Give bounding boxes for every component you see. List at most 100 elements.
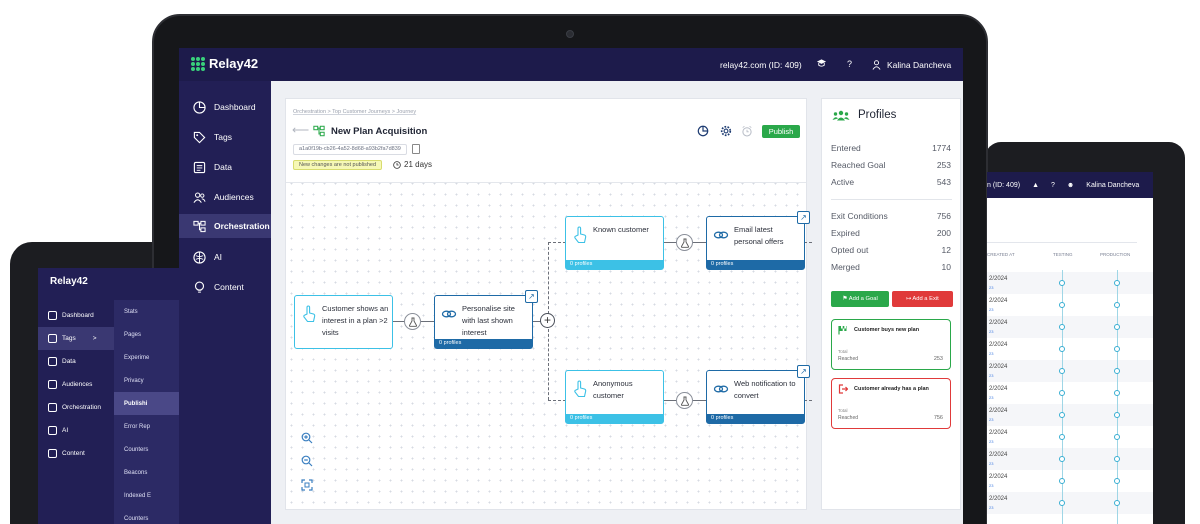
phone-subnav-item[interactable]: Counters [124,515,149,522]
timeline-dot[interactable] [1114,302,1120,308]
phone-nav-item[interactable]: Content [38,442,114,465]
phone-subnav-item[interactable]: Error Rep [124,423,151,430]
timeline-dot[interactable] [1059,500,1065,506]
nav-tags[interactable]: Tags [179,125,271,149]
timeline-dot[interactable] [1059,412,1065,418]
timeline-dot[interactable] [1114,390,1120,396]
unpublished-badge: New changes are not published [293,160,383,170]
back-arrow-icon[interactable]: ⟵ [292,123,310,137]
graduation-cap-icon[interactable] [816,58,827,71]
tablet-graduation-icon[interactable]: ▲ [1032,181,1040,189]
breadcrumb[interactable]: Orchestration > Top Customer Journeys > … [293,109,417,115]
expand-icon[interactable]: ↗ [525,290,538,303]
timeline-dot[interactable] [1114,412,1120,418]
phone-subnav-item[interactable]: Publishi [114,392,200,415]
phone-subnav-item[interactable]: Privacy [124,377,144,384]
phone-nav-item[interactable]: Orchestration [38,396,114,419]
phone-nav-item[interactable]: Dashboard [38,304,114,327]
row-sub: 23 [989,395,994,400]
account-label[interactable]: relay42.com (ID: 409) [720,60,802,70]
phone-subnav-item[interactable]: Counters [124,446,149,453]
copy-icon[interactable] [412,144,420,154]
trigger-node[interactable]: Customer shows an interest in a plan >2 … [294,295,393,349]
timeline-dot[interactable] [1114,280,1120,286]
phone-nav-item[interactable]: Tags> [38,327,114,350]
timeline-dot[interactable] [1059,280,1065,286]
timeline-dot[interactable] [1059,478,1065,484]
timeline-dot[interactable] [1114,434,1120,440]
phone-subnav-item[interactable]: Indexed E [124,492,152,499]
phone-subnav-item[interactable]: Beacons [124,469,148,476]
node-text: Web notification to convert [734,379,796,400]
nav-data[interactable]: Data [179,155,271,179]
timeline-dot[interactable] [1114,456,1120,462]
relay42-logo[interactable]: Relay42 [191,56,258,71]
condition-flask-icon[interactable] [676,234,693,251]
tablet-user-name[interactable]: Kalina Dancheva [1086,181,1140,189]
add-exit-button[interactable]: ↦ Add a Exit [892,291,953,307]
help-icon[interactable]: ? [847,59,853,69]
tablet-user-icon[interactable]: ☻ [1066,181,1075,189]
anonymous-customer-node[interactable]: Anonymous customer 0 profiles [565,370,664,424]
timeline-dot[interactable] [1059,434,1065,440]
phone-subnav-item[interactable]: Stats [124,308,138,315]
timeline-dot[interactable] [1059,346,1065,352]
web-notification-node[interactable]: Web notification to convert 0 profiles ↗ [706,365,810,424]
nav-content[interactable]: Content [179,275,271,299]
timeline-dot[interactable] [1114,500,1120,506]
nav-orchestration[interactable]: Orchestration [179,214,271,238]
timeline-dot[interactable] [1114,346,1120,352]
personalise-node[interactable]: Personalise site with last shown interes… [434,290,538,349]
add-goal-button[interactable]: ⚑ Add a Goal [831,291,889,307]
add-step-plus-icon[interactable]: + [540,313,555,328]
zoom-out-icon[interactable] [301,455,313,467]
timeline-dot[interactable] [1059,368,1065,374]
condition-flask-icon[interactable] [676,392,693,409]
nav-ai[interactable]: AI [179,245,271,269]
goal-card[interactable]: Customer buys new plan Total Reached 253 [831,319,951,370]
edge [548,242,566,243]
timeline-dot[interactable] [1059,390,1065,396]
phone-subnav-item[interactable]: Pages [124,331,142,338]
timeline-dot[interactable] [1114,324,1120,330]
expand-icon[interactable]: ↗ [797,211,810,224]
timeline-dot[interactable] [1059,456,1065,462]
alarm-clock-icon[interactable] [741,125,753,137]
timeline-dot[interactable] [1059,302,1065,308]
known-customer-node[interactable]: Known customer 0 profiles [565,216,664,270]
settings-gear-icon[interactable] [720,125,732,137]
condition-flask-icon[interactable] [404,313,421,330]
phone-nav-item[interactable]: Data [38,350,114,373]
fit-screen-icon[interactable] [301,479,313,491]
phone-nav-item[interactable]: AI [38,419,114,442]
publish-button[interactable]: Publish [762,125,800,138]
stats-pie-icon[interactable] [697,125,709,137]
user-menu[interactable]: Kalina Dancheva [872,60,951,70]
phone-nav-item[interactable]: Audiences [38,373,114,396]
journey-title[interactable]: New Plan Acquisition [331,126,428,137]
row-sub: 23 [989,417,994,422]
timeline-dot[interactable] [1059,324,1065,330]
timeline-dot[interactable] [1114,478,1120,484]
zoom-in-icon[interactable] [301,432,313,444]
nav-audiences[interactable]: Audiences [179,185,271,209]
nav-dashboard[interactable]: Dashboard [179,95,271,119]
email-offers-node[interactable]: Email latest personal offers 0 profiles … [706,211,810,270]
journey-canvas[interactable]: Orchestration > Top Customer Journeys > … [285,98,812,510]
phone-subnav-item[interactable]: Experime [124,354,150,361]
expand-icon[interactable]: ↗ [797,365,810,378]
tablet-help-icon[interactable]: ? [1051,181,1055,189]
exit-card[interactable]: Customer already has a plan Total Reache… [831,378,951,429]
timeline-dot[interactable] [1114,368,1120,374]
